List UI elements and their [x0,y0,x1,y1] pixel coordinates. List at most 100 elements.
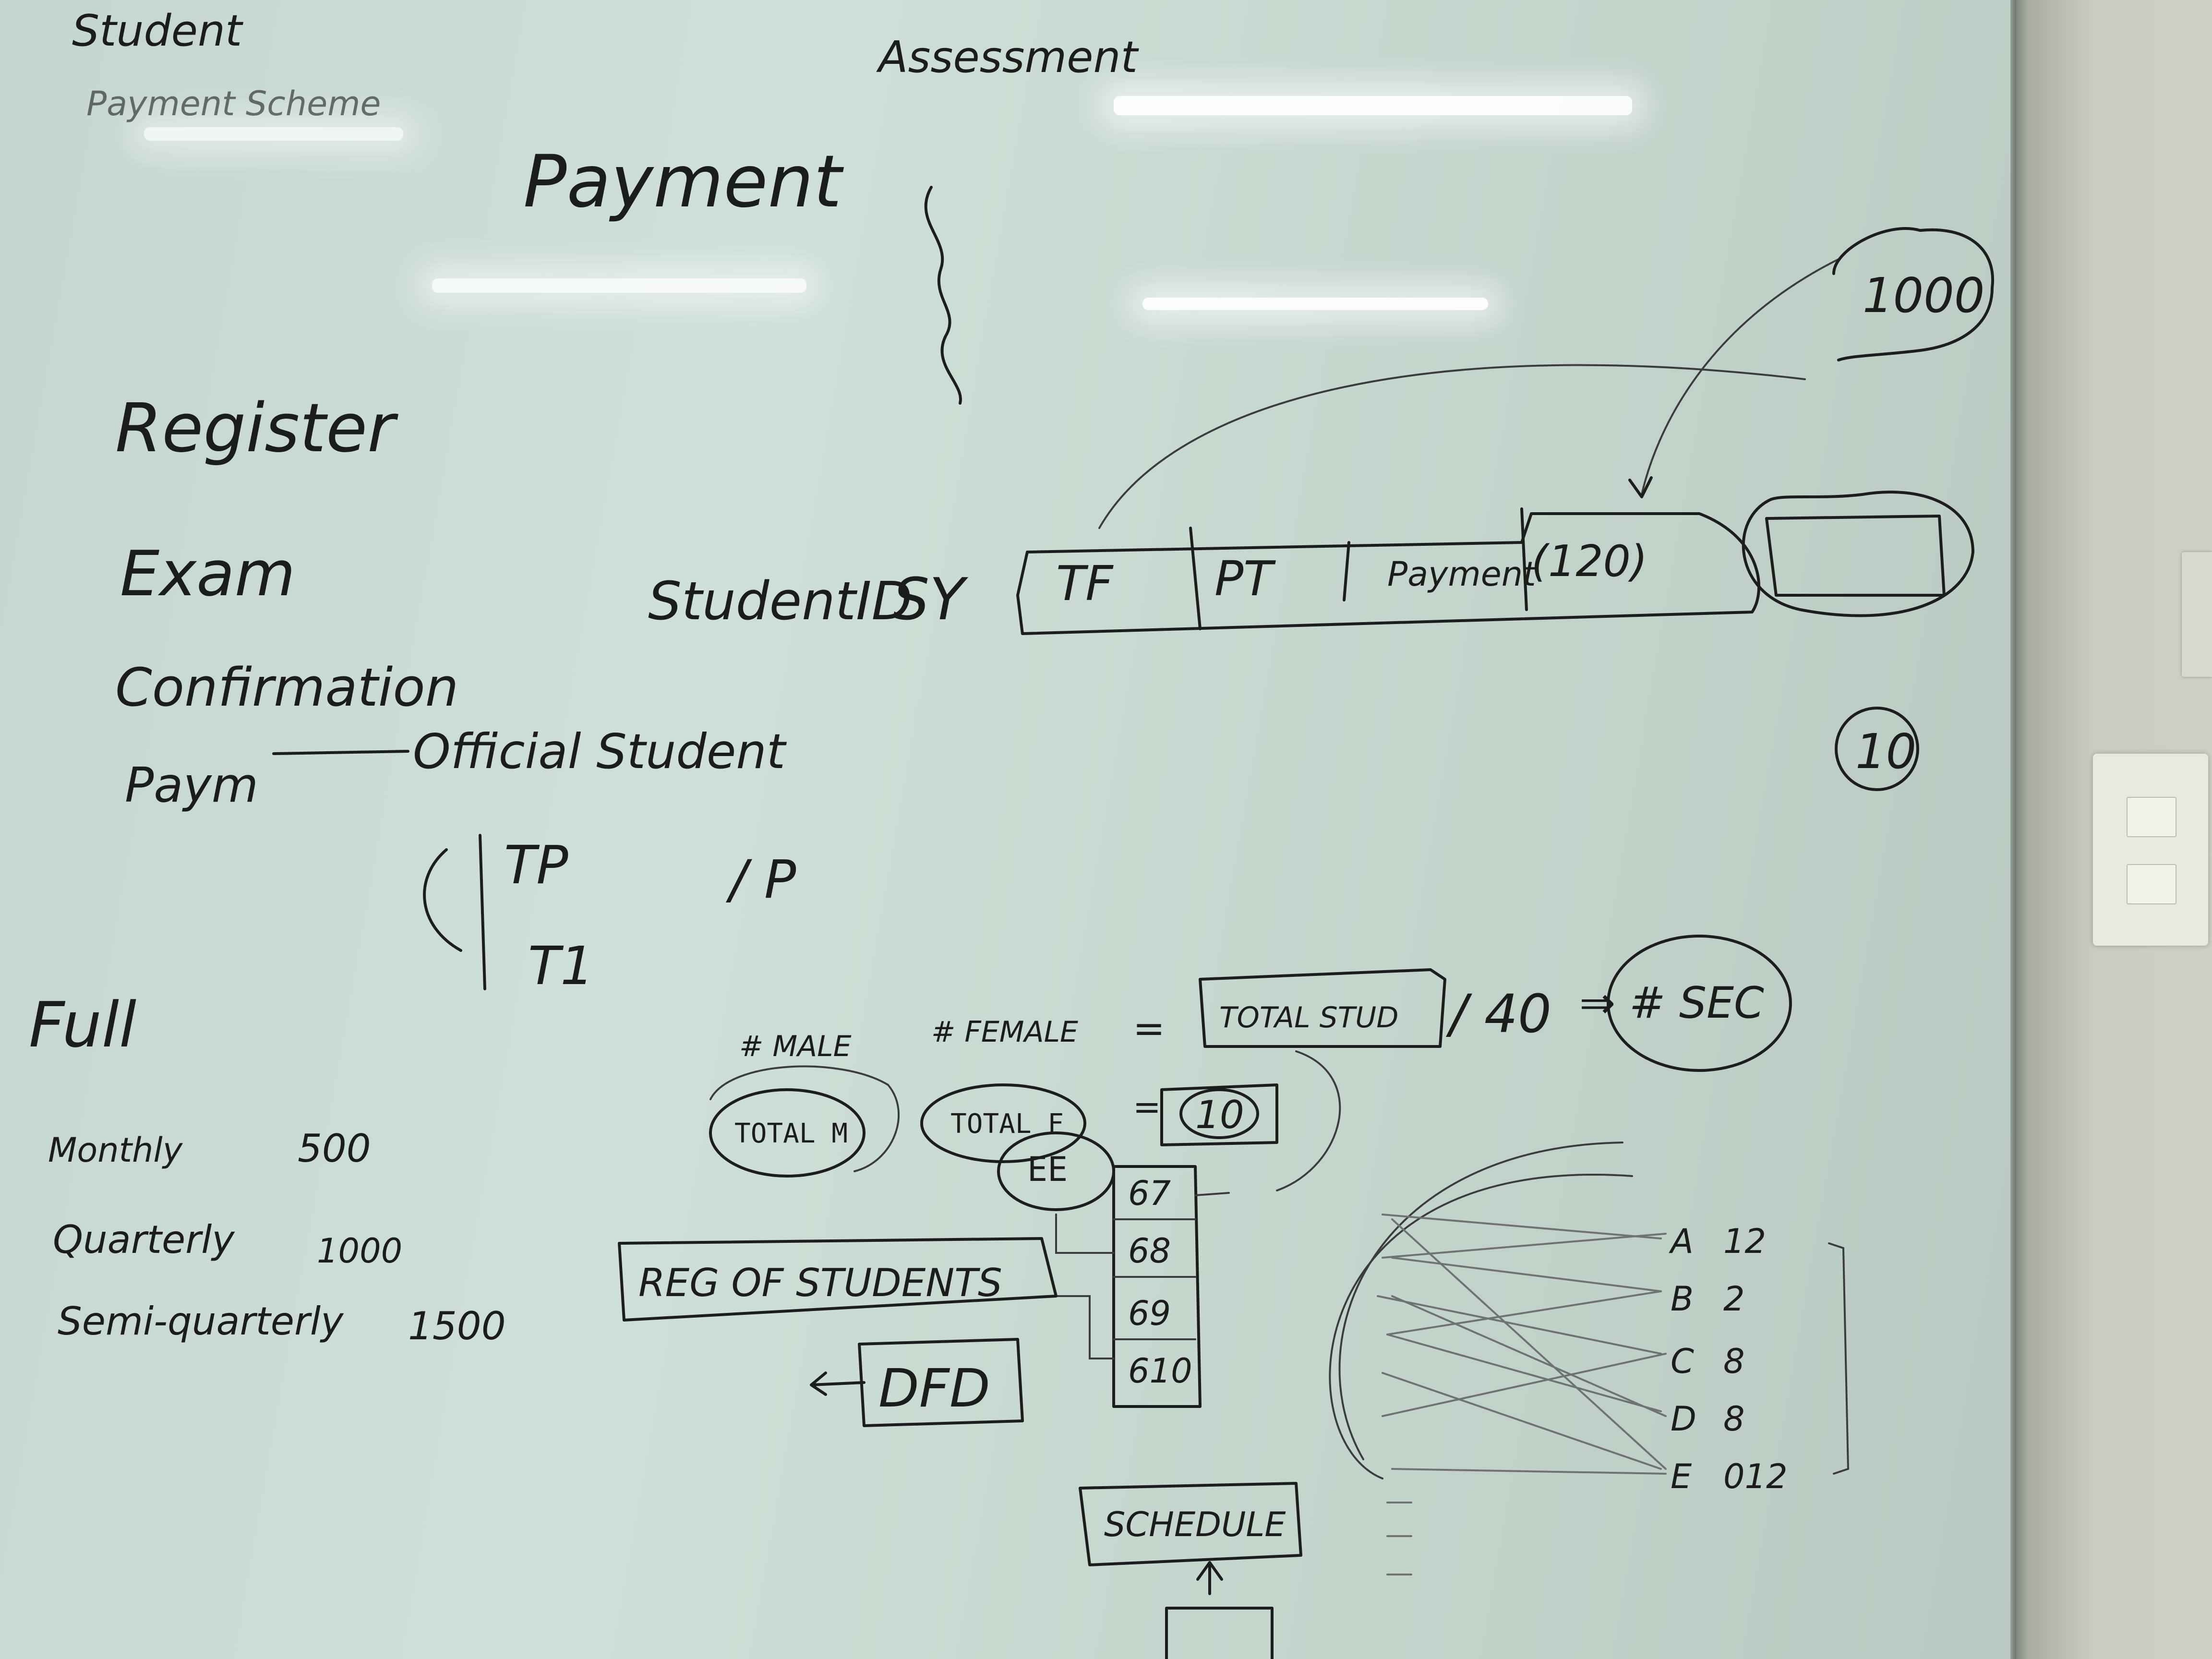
note-p: / P [725,849,796,910]
note-semi-quarterly-amount: 1500 [408,1304,506,1348]
enroll-divide: / 40 [1445,983,1551,1045]
grade-value-d: 8 [1723,1399,1745,1439]
note-student: Student [72,6,244,56]
curly-brace [924,186,962,405]
callout-box [1832,227,1995,361]
grade-value-b: 2 [1723,1279,1745,1319]
record-box [1016,512,1761,635]
light-switch-top[interactable] [2127,797,2176,837]
grades-lines [1377,1214,1667,1575]
connector-line [272,750,409,755]
ceiling-light-reflection [144,127,403,141]
enroll-schedule: SCHEDULE [1104,1505,1286,1544]
enroll-male: # MALE [739,1030,852,1063]
arrow-head [1628,476,1653,498]
callout-value: 1000 [1863,267,1985,324]
grade-letter-c: C [1671,1342,1694,1381]
record-divider [1343,541,1350,601]
light-switch-plate [2093,754,2208,946]
note-t1: T1 [528,935,594,997]
enroll-ee: EE [1027,1150,1068,1189]
note-monthly: Monthly [48,1130,183,1170]
grade-letter-b: B [1671,1279,1694,1319]
grades-bracket [1828,1242,1850,1475]
note-exam: Exam [120,537,295,610]
enroll-row-1: 68 [1128,1231,1171,1271]
note-semi-quarterly: Semi-quarterly [58,1299,344,1344]
circled-number-ring [1835,707,1919,791]
enroll-female: # FEMALE [931,1015,1078,1049]
enroll-ten: 10 [1195,1093,1244,1137]
grade-letter-d: D [1671,1399,1696,1439]
note-confirmation: Confirmation [115,657,458,718]
arc-connector [1098,364,1806,529]
record-amount-note: (120) [1531,536,1647,587]
total-m-outer [709,1065,900,1172]
record-divider [1189,527,1202,630]
circled-number: 10 [1855,723,1916,780]
grade-letter-e: E [1671,1457,1692,1496]
record-sy: SY [893,566,969,633]
enroll-row-2: 69 [1128,1294,1171,1333]
record-ellipse [1742,491,1974,617]
note-payment-title: Payment [523,140,844,224]
note-payment-scheme: Payment Scheme [86,84,381,123]
callout-arrow [1641,258,1839,495]
sec-ellipse [1607,935,1792,1072]
rows-link [1046,1295,1115,1359]
bracket-bar [479,834,486,990]
wall-outlet [2182,552,2212,677]
sec-curve [1276,1050,1341,1191]
ten-ellipse [1179,1088,1259,1139]
schedule-box [1079,1482,1302,1566]
enroll-sec: ⇒ # SEC [1579,978,1764,1028]
rows-link [1055,1214,1115,1254]
total-f-ellipse [920,1083,1086,1163]
enroll-total-stud: TOTAL STUD [1219,1001,1398,1034]
enroll-reg-of-students: REG OF STUDENTS [638,1261,1002,1305]
note-monthly-amount: 500 [298,1126,371,1171]
enroll-row-3: 610 [1128,1351,1192,1391]
enroll-row-0: 67 [1128,1174,1171,1213]
light-switch-bottom[interactable] [2127,864,2176,904]
total-stud-box [1199,968,1446,1048]
enroll-total-m: TOTAL M [734,1118,848,1149]
enroll-equals: = [1133,1006,1165,1051]
schedule-base-box [1165,1607,1274,1659]
note-assessment: Assessment [876,32,1140,83]
record-pt: PT [1214,551,1276,607]
record-divider [1520,507,1528,611]
reg-students-box [618,1237,1058,1322]
note-full: Full [29,988,136,1061]
total-m-ellipse [709,1088,866,1178]
note-official-student: Official Student [413,723,787,780]
note-register: Register [115,389,398,468]
grade-value-a: 12 [1723,1222,1766,1261]
enroll-equals-2: = [1133,1087,1161,1127]
ceiling-light-reflection [1142,298,1488,310]
record-tf: TF [1056,555,1114,612]
note-quarterly-amount: 1000 [317,1231,402,1271]
ten-box [1160,1083,1278,1146]
dfd-arrow [810,1371,866,1396]
enroll-dfd: DFD [878,1358,990,1419]
record-payment: Payment [1387,554,1537,594]
note-paym: Paym [125,757,258,813]
note-tp: TP [504,834,568,896]
record-student-id: StudentID [648,570,912,632]
ceiling-light-reflection [432,278,806,293]
grades-arc [1338,1142,1623,1460]
record-inner-box [1765,515,1946,597]
rows-arrow [1194,1192,1230,1196]
dfd-box [858,1338,1024,1427]
grade-value-c: 8 [1723,1342,1745,1381]
grade-letter-a: A [1669,1222,1694,1261]
rows-table [1112,1165,1202,1408]
note-quarterly: Quarterly [53,1217,235,1262]
schedule-arrow [1196,1561,1223,1595]
ceiling-light-reflection [1114,96,1632,115]
grades-arc [1329,1174,1633,1479]
grade-value-e: 012 [1723,1457,1788,1496]
whiteboard [0,0,2016,1659]
